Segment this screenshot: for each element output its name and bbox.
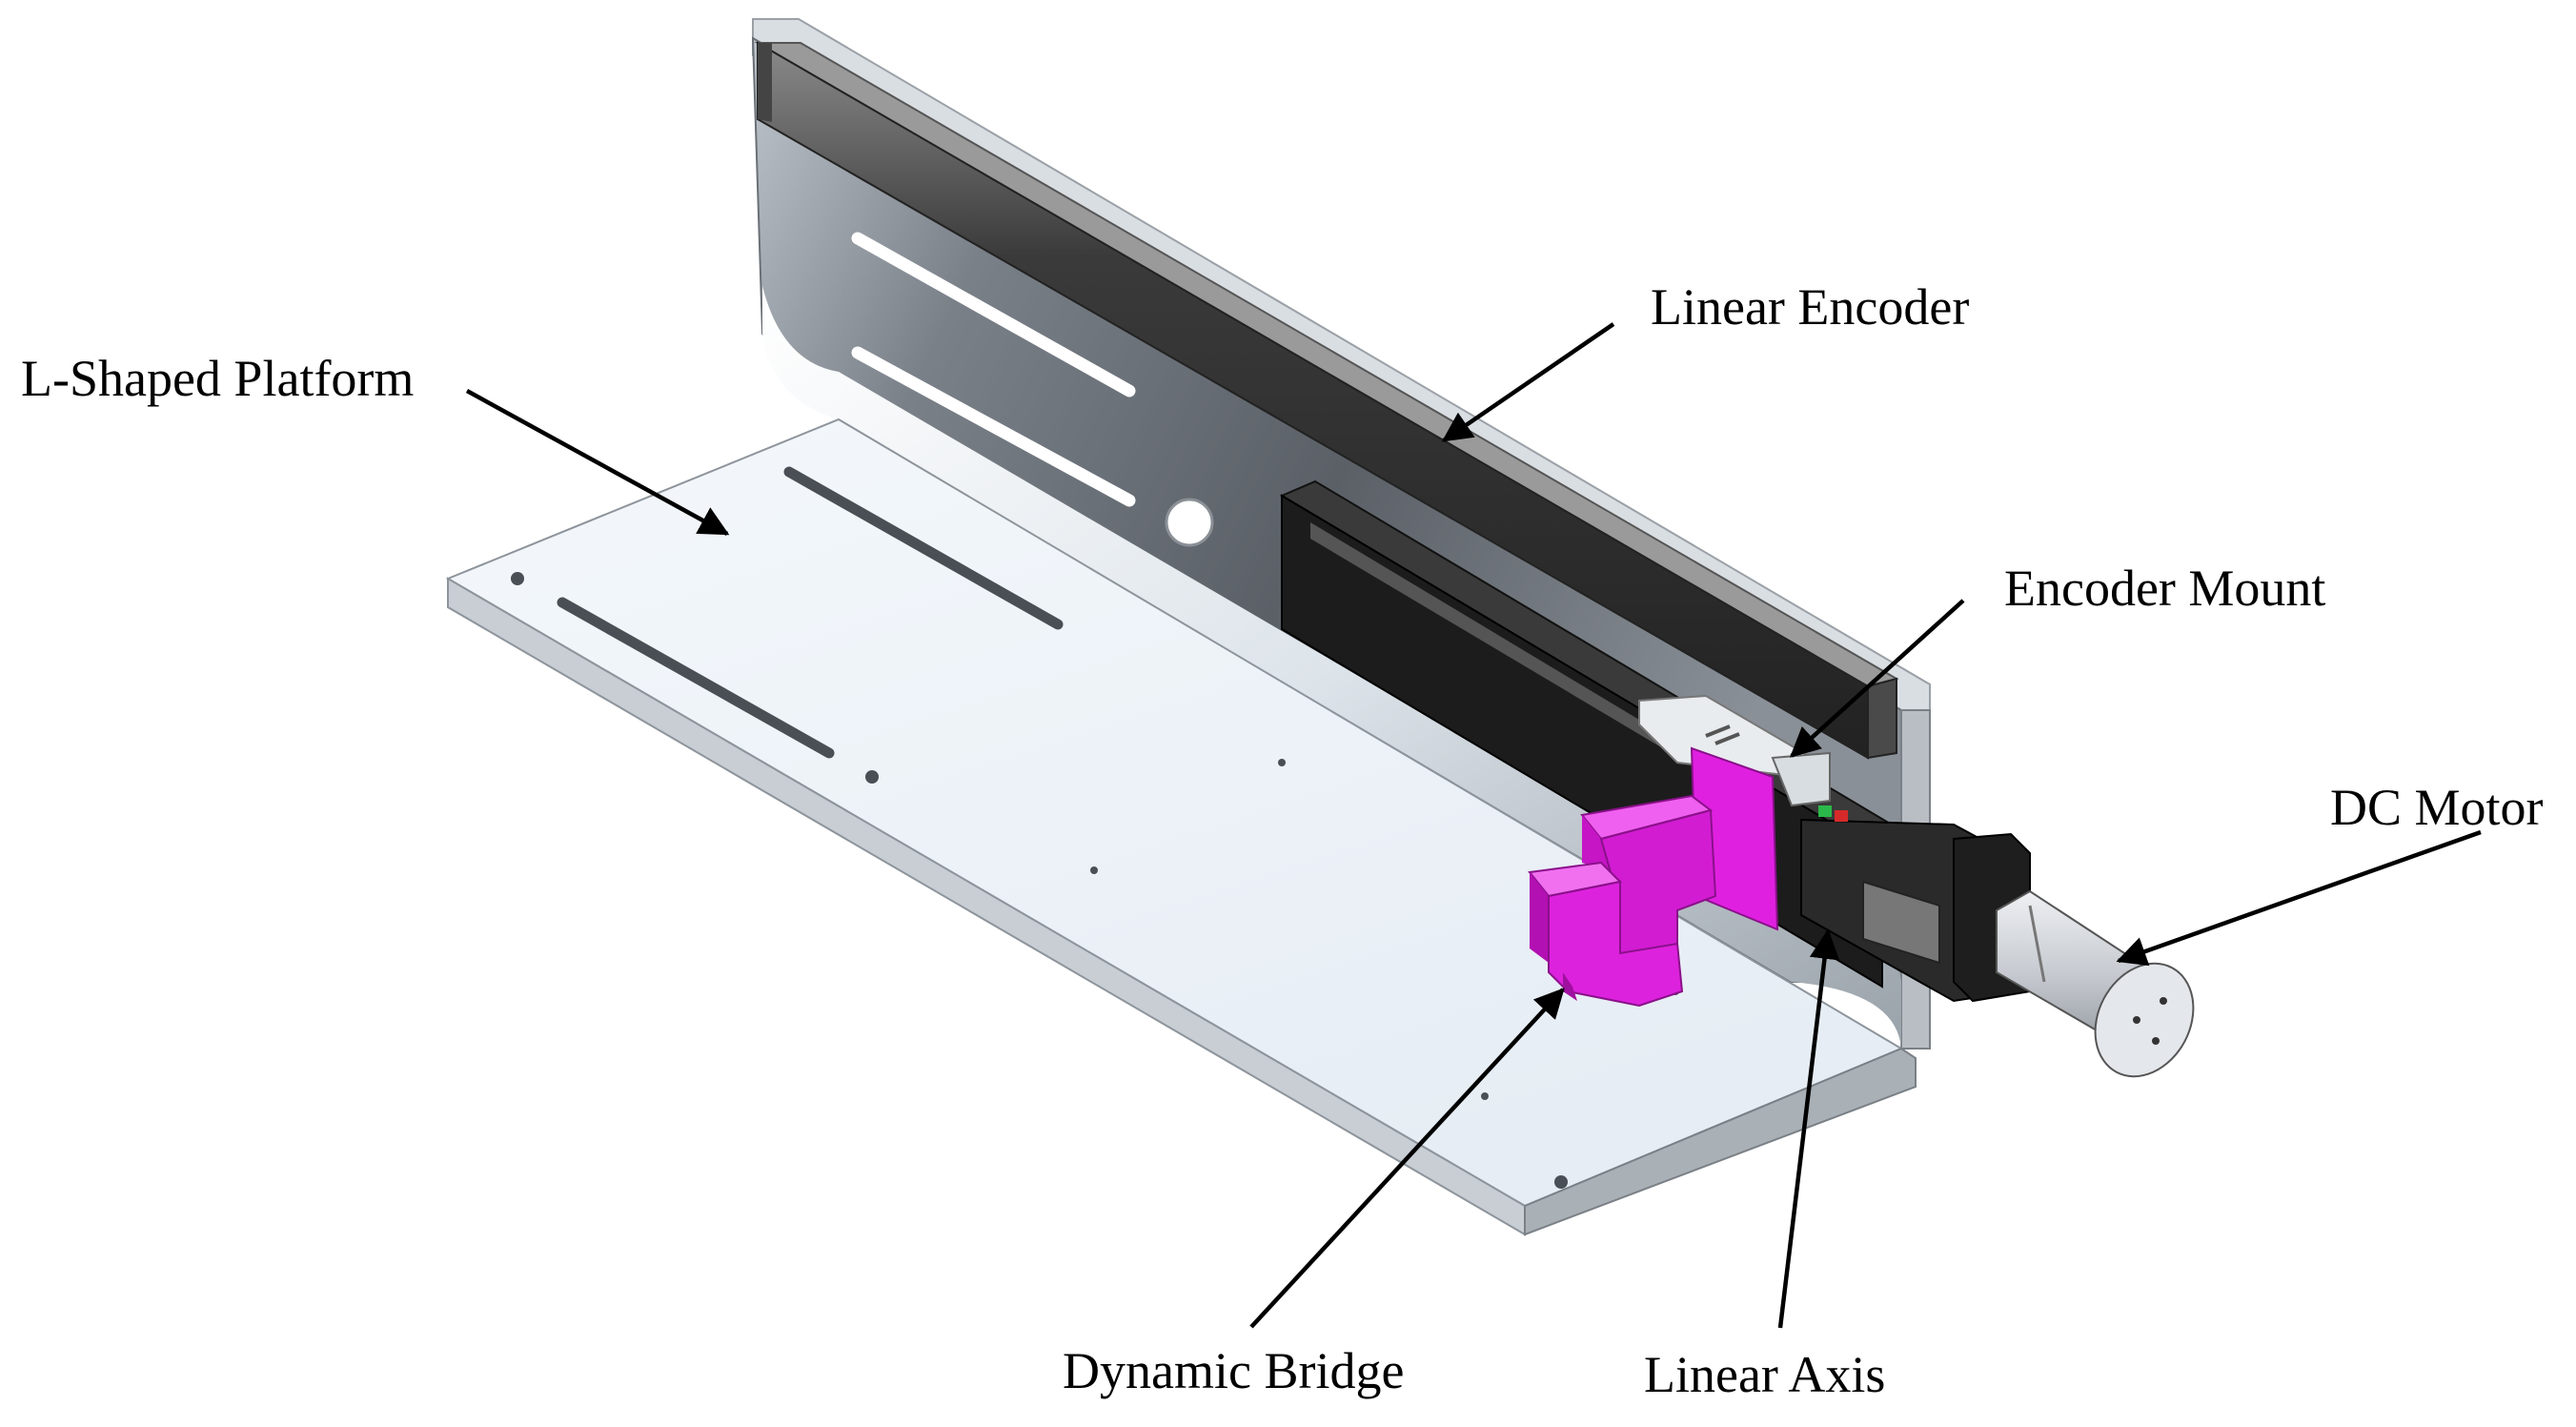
wall-slots: [851, 232, 1136, 507]
label-dc-motor: DC Motor: [2330, 779, 2544, 836]
dynamic-bridge: [1528, 746, 1779, 1008]
arrow-linear-encoder: [1441, 322, 1615, 442]
arrow-linear-axis: [1777, 928, 1840, 1329]
bridge-lower-face: [1530, 872, 1549, 963]
connector-pins: [1818, 805, 1848, 822]
platform-floor-side: [1524, 1047, 1917, 1236]
label-l-shaped-platform: L-Shaped Platform: [21, 350, 414, 407]
label-dynamic-bridge: Dynamic Bridge: [1063, 1342, 1404, 1399]
arrow-encoder-mount: [1790, 599, 1965, 758]
encoder-mount-slots: [1705, 724, 1740, 745]
arrow-l-shaped-platform: [465, 389, 730, 536]
motor-end-cap: [2094, 962, 2195, 1078]
floor-slots: [557, 466, 1064, 759]
encoder-bar-end: [1867, 677, 1897, 760]
bridge-foot: [1563, 972, 1577, 1001]
wall-hole: [1165, 498, 1214, 547]
coupling-window: [1862, 880, 1940, 965]
dc-motor: [1953, 832, 2195, 1078]
arrow-dc-motor: [2116, 829, 2482, 967]
motor-groove: [2028, 905, 2046, 983]
label-linear-encoder: Linear Encoder: [1651, 278, 1969, 336]
callout-arrows: [465, 322, 2482, 1329]
motor-end-holes: [2133, 997, 2167, 1045]
encoder-bar-left-end: [758, 43, 772, 122]
label-encoder-mount: Encoder Mount: [2004, 560, 2325, 617]
callout-labels: L-Shaped Platform Linear Encoder Encoder…: [21, 278, 2544, 1403]
label-linear-axis: Linear Axis: [1644, 1346, 1885, 1403]
bridge-lower-body: [1548, 880, 1684, 1008]
bridge-arm-face: [1582, 815, 1611, 872]
axis-rail-slot: [1310, 522, 1687, 763]
linear-encoder: [754, 41, 1899, 760]
arrow-dynamic-bridge: [1249, 988, 1565, 1329]
